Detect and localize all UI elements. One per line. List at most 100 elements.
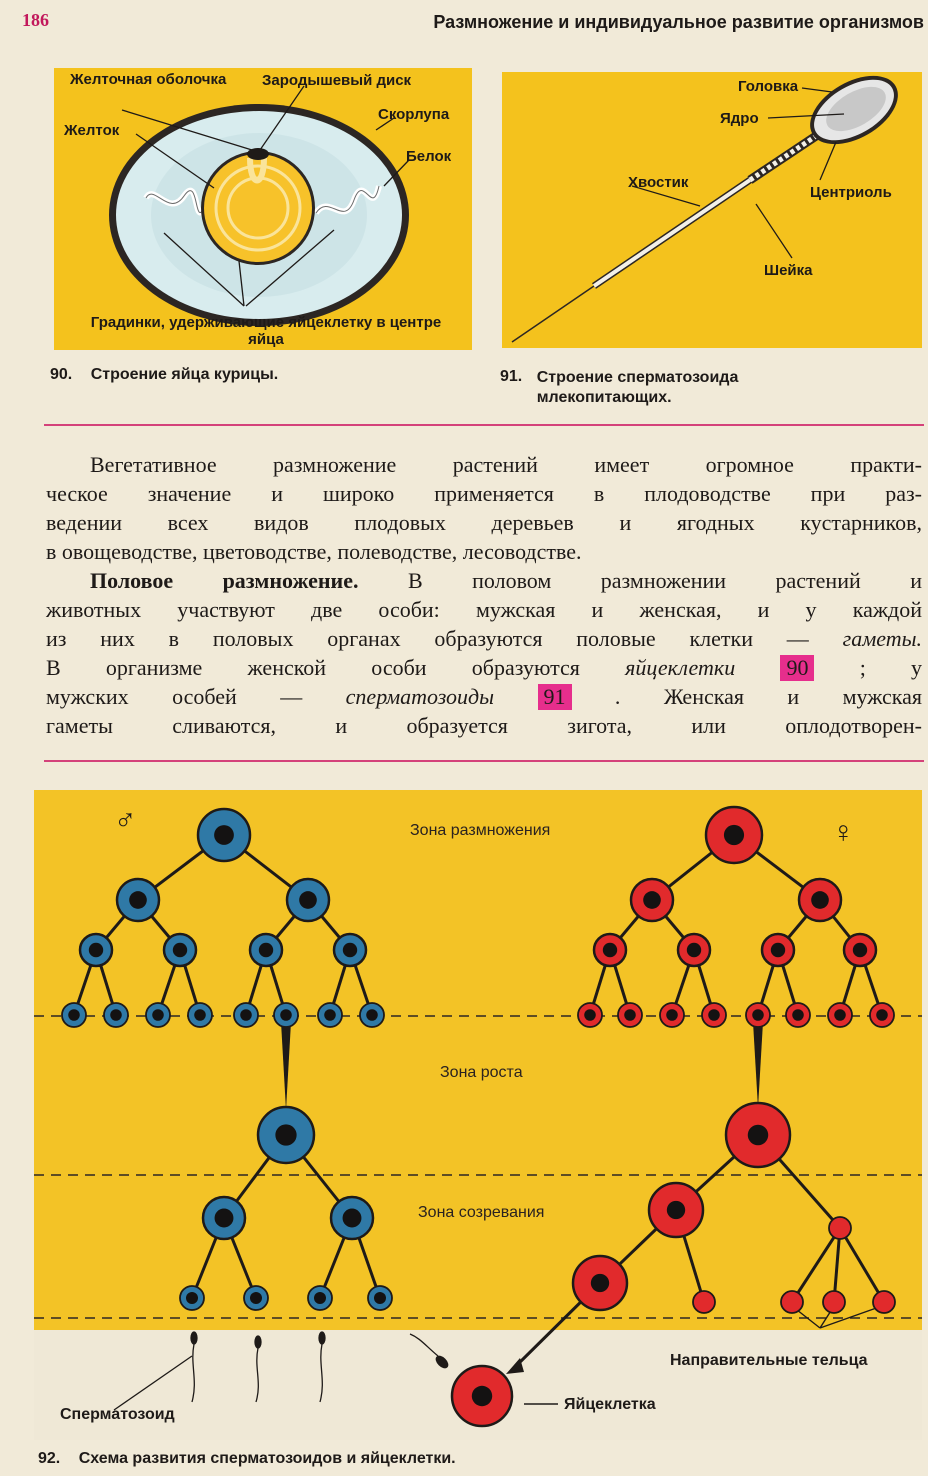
male-cell-gen3 <box>248 932 284 968</box>
sperm-nucleus <box>826 86 886 132</box>
figure-90-caption: 90. Строение яйца курицы. <box>50 366 278 384</box>
text-line: гаметы сливаются, и образуется зигота, и… <box>46 713 922 738</box>
text-line: Половое размножение. В половом размножен… <box>46 566 922 595</box>
text-fragment: мужских особей — <box>46 684 303 709</box>
label-nucleus: Ядро <box>720 110 759 127</box>
text-line: ведении всех видов плодовых деревьев и я… <box>46 510 922 535</box>
term-gametes: гаметы. <box>842 626 923 651</box>
label-neck: Шейка <box>764 262 813 279</box>
figure-92-scheme: ♂ ♀ Зона размножения Зона роста Зона соз… <box>34 790 922 1440</box>
female-cell-gen1 <box>704 805 764 865</box>
text-line: Вегетативное размножение растений имеет … <box>90 452 922 477</box>
male-cell-gen4 <box>317 1002 343 1028</box>
female-polar-body <box>872 1290 896 1314</box>
female-secondary-oocyte <box>647 1181 705 1239</box>
figure-92-number: 92. <box>38 1450 61 1467</box>
male-growth-stalk <box>281 1022 291 1110</box>
female-ootid <box>571 1254 629 1312</box>
label-germinal-disc: Зародышевый диск <box>262 72 412 89</box>
figure-ref-91[interactable]: 91 <box>537 684 572 710</box>
figure-91-caption: 91. Строение сперматозоида млекопитающих… <box>500 368 867 408</box>
running-title: Размножение и индивидуальное развитие ор… <box>433 12 924 32</box>
zone-growth-label: Зона роста <box>440 1064 523 1081</box>
female-egg-cell <box>450 1364 514 1428</box>
female-cell-gen3 <box>760 932 796 968</box>
male-secondary-spermatocyte <box>329 1195 375 1241</box>
figure-91-caption-text: Строение сперматозоида млекопитающих. <box>536 369 739 406</box>
male-cell-gen3 <box>332 932 368 968</box>
label-polar-bodies: Направительные тельца <box>670 1352 868 1369</box>
figure-91-sperm: Головка Ядро Хвостик Центриоль Шейка <box>502 72 922 348</box>
figure-ref-90[interactable]: 90 <box>780 655 815 681</box>
term-sperm: сперматозоиды <box>345 684 495 709</box>
label-centriole: Центриоль <box>810 184 892 201</box>
text-fragment: ; у <box>859 655 923 680</box>
body-text: Вегетативное размножение растений имеет … <box>46 450 922 740</box>
male-cells <box>61 807 393 1311</box>
label-tail: Хвостик <box>628 174 689 191</box>
male-spermatid <box>367 1285 393 1311</box>
zone-reproduction-label: Зона размножения <box>410 822 551 839</box>
sperm-cells <box>113 1331 449 1411</box>
male-cell-gen3 <box>162 932 198 968</box>
male-spermatid <box>243 1285 269 1311</box>
text-fragment: В организме женской особи образуются <box>46 655 580 680</box>
female-cell-gen4 <box>785 1002 811 1028</box>
male-cell-gen2 <box>115 877 161 923</box>
female-cell-gen4 <box>577 1002 603 1028</box>
female-primary-oocyte <box>724 1101 792 1169</box>
female-cell-gen2 <box>629 877 675 923</box>
female-growth-stalk <box>753 1022 763 1108</box>
label-head: Головка <box>738 78 799 95</box>
male-cell-gen2 <box>285 877 331 923</box>
male-cell-gen4 <box>187 1002 213 1028</box>
male-cell-gen4 <box>103 1002 129 1028</box>
text-line: ческое значение и широко применяется в п… <box>46 481 922 506</box>
male-cell-gen4 <box>273 1002 299 1028</box>
male-primary-spermatocyte <box>256 1105 316 1165</box>
germinal-disc <box>247 148 269 160</box>
female-cell-gen4 <box>869 1002 895 1028</box>
label-egg-cell: Яйцеклетка <box>564 1396 656 1413</box>
female-polar-body <box>822 1290 846 1314</box>
yolk <box>204 154 312 262</box>
label-shell: Скорлупа <box>378 106 450 123</box>
female-polar-body <box>692 1290 716 1314</box>
term-eggs: яйцеклетки <box>625 655 736 680</box>
text-fragment: . Женская и мужская <box>614 684 923 709</box>
text-fragment: из них в половых органах образуются поло… <box>46 626 809 651</box>
female-cell-gen3 <box>842 932 878 968</box>
female-cells <box>450 805 896 1428</box>
male-symbol: ♂ <box>114 804 137 837</box>
label-chalazae: Градинки, удерживающие яйцеклетку в цент… <box>90 314 442 348</box>
male-cell-gen4 <box>61 1002 87 1028</box>
sperm-illustration <box>511 75 898 343</box>
zone-maturation-label: Зона созревания <box>418 1204 545 1221</box>
male-spermatid <box>307 1285 333 1311</box>
gametogenesis-diagram <box>34 805 922 1440</box>
text-line: В организме женской особи образуются яйц… <box>46 653 922 682</box>
male-cell-gen3 <box>78 932 114 968</box>
label-spermatozoon: Сперматозоид <box>60 1406 175 1423</box>
figure-91-number: 91. <box>500 368 523 385</box>
female-cell-gen4 <box>827 1002 853 1028</box>
female-cell-gen4 <box>745 1002 771 1028</box>
figure-90-egg: Желточная оболочка Зародышевый диск Желт… <box>54 68 472 350</box>
figure-92-caption-text: Схема развития сперматозоидов и яйцеклет… <box>78 1450 456 1467</box>
female-symbol: ♀ <box>832 816 855 849</box>
male-spermatid <box>179 1285 205 1311</box>
figure-90-caption-text: Строение яйца курицы. <box>90 366 279 383</box>
female-cell-gen3 <box>676 932 712 968</box>
page-number: 186 <box>22 10 49 30</box>
text-fragment: В половом размножении растений и <box>407 568 922 593</box>
female-cell-gen3 <box>592 932 628 968</box>
text-line: мужских особей — сперматозоиды 91 . Женс… <box>46 682 922 711</box>
label-albumen: Белок <box>406 148 452 165</box>
divider-top <box>44 424 924 426</box>
text-line: в овощеводстве, цветоводстве, полеводств… <box>46 539 582 564</box>
female-cell-gen4 <box>701 1002 727 1028</box>
figure-90-number: 90. <box>50 366 73 383</box>
male-cell-gen4 <box>145 1002 171 1028</box>
female-cell-gen4 <box>617 1002 643 1028</box>
female-cell-gen2 <box>797 877 843 923</box>
